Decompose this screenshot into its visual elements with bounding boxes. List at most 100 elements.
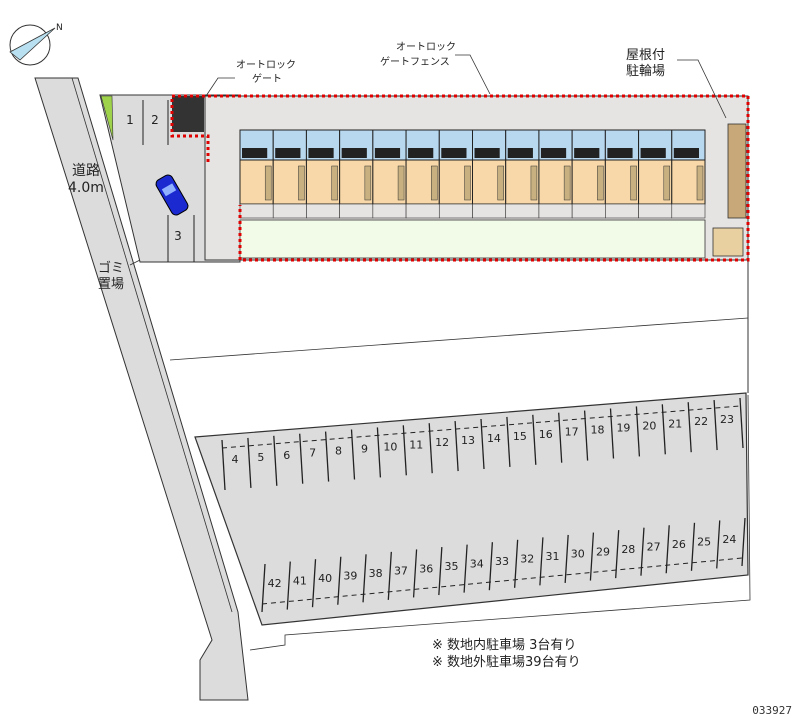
parking-stall-number: 20 bbox=[642, 419, 656, 432]
parking-stall-number: 19 bbox=[616, 421, 630, 434]
unit-closet bbox=[696, 165, 704, 201]
autolock-gate-label-2: ゲート bbox=[252, 73, 282, 85]
parking-stall-number: 31 bbox=[546, 550, 560, 563]
parking-stall-number: 33 bbox=[495, 555, 509, 568]
bike-parking bbox=[727, 123, 747, 219]
unit-balcony bbox=[638, 203, 673, 219]
parking-stall-number: 17 bbox=[565, 426, 579, 439]
parking-stall-number: 6 bbox=[283, 449, 290, 462]
unit-closet bbox=[563, 165, 571, 201]
parking-divider bbox=[589, 532, 595, 581]
parking-stall-number: 12 bbox=[435, 436, 449, 449]
parking-stall-number: 37 bbox=[394, 565, 408, 578]
onsite-parking-number: 1 bbox=[126, 113, 134, 127]
unit-fixtures bbox=[275, 148, 301, 158]
unit-fixtures bbox=[441, 148, 467, 158]
parking-stall-number: 4 bbox=[231, 453, 238, 466]
offsite-parking-lot bbox=[194, 392, 749, 626]
unit-closet bbox=[597, 165, 604, 201]
parking-stall-number: 5 bbox=[257, 451, 264, 464]
unit-balcony bbox=[538, 203, 573, 219]
unit-fixtures bbox=[640, 148, 666, 158]
unit-balcony bbox=[272, 203, 307, 219]
parking-stop-line bbox=[221, 405, 741, 449]
unit-closet bbox=[264, 165, 272, 201]
bike-parking-label-2: 駐輪場 bbox=[626, 63, 665, 79]
parking-divider bbox=[299, 433, 304, 484]
parking-divider bbox=[273, 435, 278, 486]
unit-closet bbox=[397, 165, 405, 201]
parking-divider bbox=[506, 416, 511, 467]
greenery bbox=[100, 95, 114, 141]
parking-stall-number: 30 bbox=[571, 548, 585, 561]
parking-divider bbox=[739, 397, 744, 449]
unit-balcony bbox=[571, 203, 606, 219]
parking-stall-number: 42 bbox=[268, 577, 282, 590]
parking-stall-number: 32 bbox=[520, 553, 534, 566]
autolock-gate-label-1: オートロック bbox=[236, 59, 296, 71]
parking-stall-number: 15 bbox=[513, 430, 527, 443]
unit-closet bbox=[663, 165, 671, 201]
car-icon bbox=[155, 174, 189, 216]
parking-divider bbox=[247, 437, 252, 488]
parking-stall-number: 18 bbox=[591, 424, 605, 437]
unit-closet bbox=[364, 165, 372, 201]
unit-balcony bbox=[306, 203, 340, 219]
parking-stall-number: 10 bbox=[383, 440, 397, 453]
garden bbox=[239, 219, 706, 259]
parking-note-offsite: ※ 数地外駐車場39台有り bbox=[432, 655, 581, 670]
autolock-gate bbox=[172, 96, 204, 132]
unit-fixtures bbox=[308, 148, 334, 158]
unit-closet bbox=[630, 165, 637, 201]
garbage-label-1: ゴミ bbox=[98, 260, 124, 276]
parking-stall-number: 7 bbox=[309, 447, 316, 460]
road-label: 道路 bbox=[72, 163, 100, 179]
parking-divider bbox=[716, 520, 721, 569]
unit-balcony bbox=[339, 203, 374, 219]
unit-fixtures bbox=[574, 148, 600, 158]
parking-stall-number: 27 bbox=[647, 540, 661, 553]
parking-note-onsite: ※ 数地内駐車場 3台有り bbox=[432, 638, 577, 653]
unit-balcony bbox=[405, 203, 440, 219]
parking-stall-number: 22 bbox=[694, 415, 708, 428]
parking-stall-number: 26 bbox=[672, 538, 686, 551]
unit-closet bbox=[464, 165, 471, 201]
parking-divider bbox=[438, 547, 443, 596]
parking-divider bbox=[690, 522, 696, 571]
unit-fixtures bbox=[242, 148, 268, 158]
unit-closet bbox=[497, 165, 504, 201]
parking-stall-number: 9 bbox=[361, 442, 368, 455]
property-code: 033927 bbox=[752, 704, 792, 717]
unit-fixtures bbox=[507, 148, 533, 158]
garbage-label-2: 置場 bbox=[98, 277, 124, 292]
unit-closet bbox=[530, 165, 538, 201]
parking-stall-number: 24 bbox=[722, 533, 736, 546]
parking-stall-number: 39 bbox=[343, 570, 357, 583]
bike-parking-label-1: 屋根付 bbox=[626, 48, 665, 63]
unit-closet bbox=[331, 165, 338, 201]
unit-balcony bbox=[372, 203, 407, 219]
unit-closet bbox=[431, 165, 438, 201]
road-width-label: 4.0m bbox=[68, 180, 104, 196]
parking-stall-number: 25 bbox=[697, 536, 711, 549]
parking-stall-number: 11 bbox=[409, 438, 423, 451]
unit-fixtures bbox=[374, 148, 401, 158]
parking-stall-number: 8 bbox=[335, 445, 342, 458]
road bbox=[34, 77, 249, 701]
compass-north-label: N bbox=[56, 23, 63, 33]
autolock-fence-label-2: ゲートフェンス bbox=[380, 56, 450, 68]
parking-stall-number: 14 bbox=[487, 432, 501, 445]
unit-balcony bbox=[239, 203, 274, 219]
unit-fixtures bbox=[341, 148, 367, 158]
parking-stall-number: 40 bbox=[318, 572, 332, 585]
onsite-parking-number: 3 bbox=[174, 229, 182, 243]
parking-divider bbox=[311, 559, 317, 608]
parking-divider bbox=[480, 418, 485, 470]
parking-divider bbox=[324, 431, 330, 482]
parking-divider bbox=[463, 544, 468, 593]
parking-stall-number: 13 bbox=[461, 434, 475, 447]
parking-divider bbox=[286, 561, 291, 610]
unit-fixtures bbox=[540, 148, 567, 158]
parking-stall-number: 21 bbox=[668, 417, 682, 430]
parking-stall-number: 36 bbox=[419, 562, 433, 575]
